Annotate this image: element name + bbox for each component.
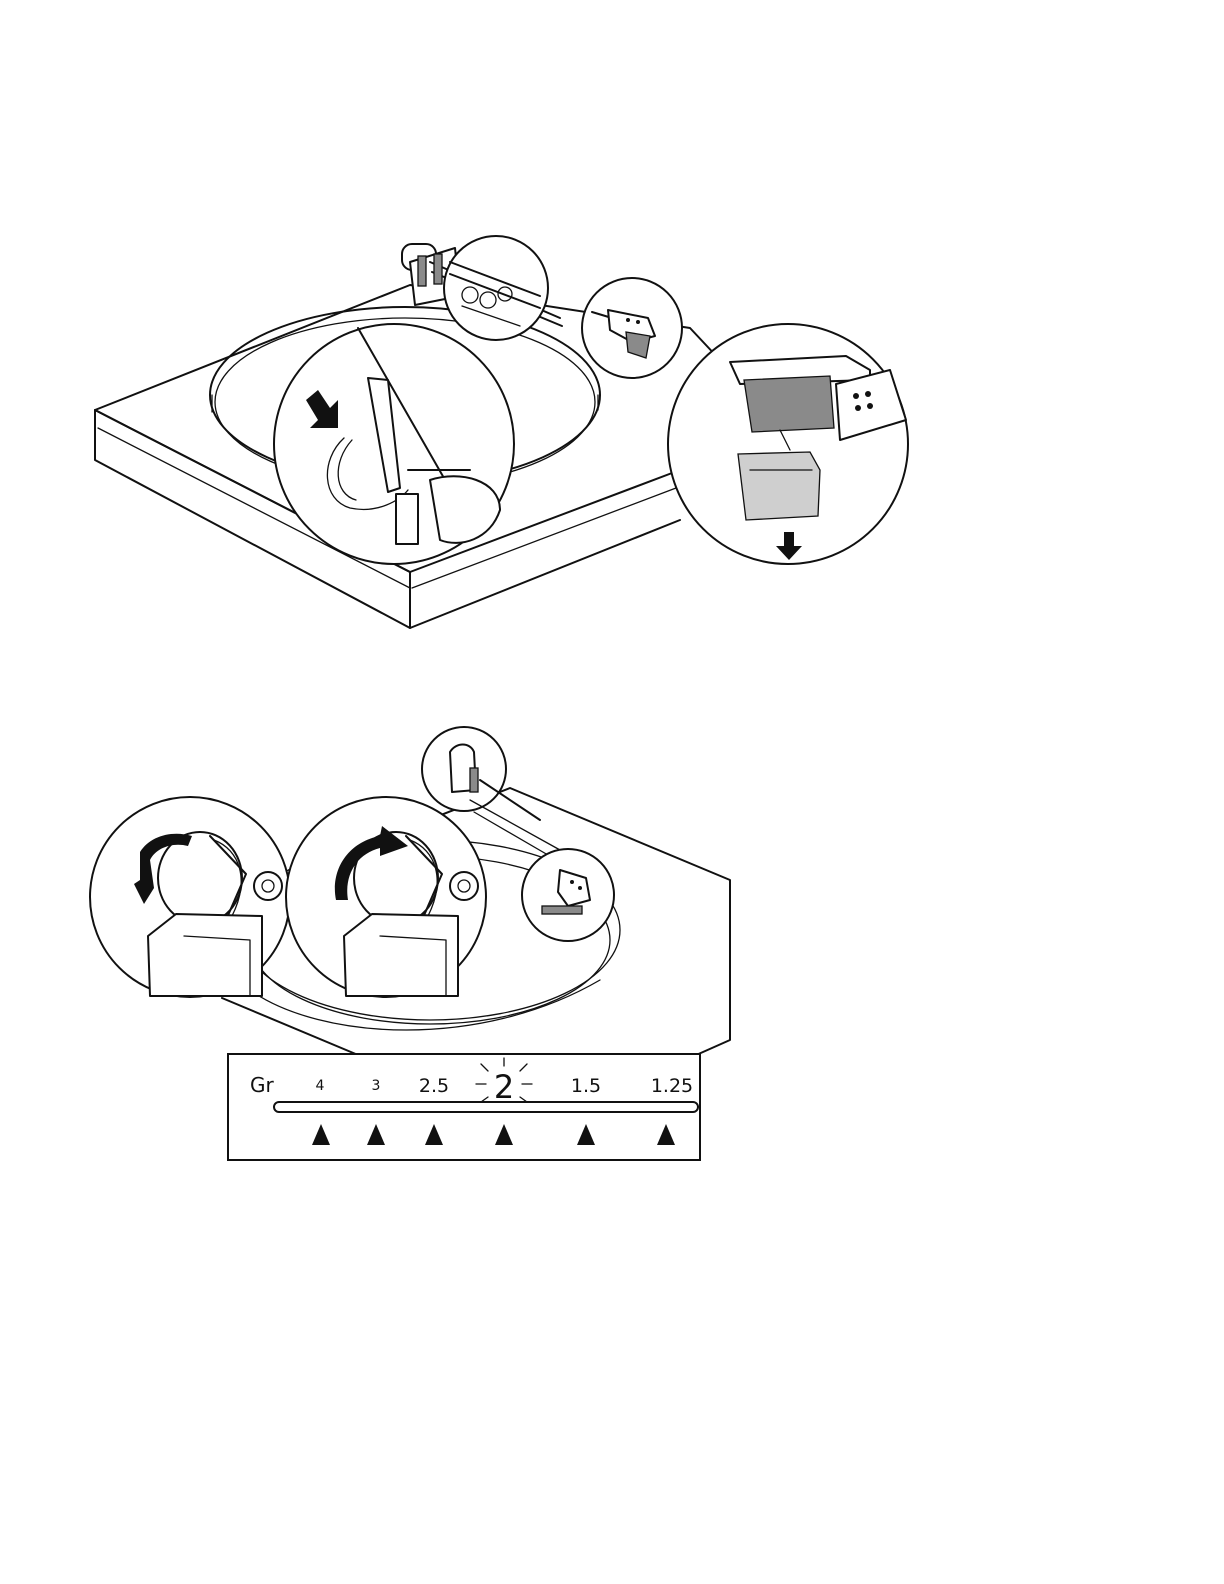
tracking-force-gauge: Gr 4 3 2.5 2 1.5 1.25 [228,1054,700,1160]
gauge-label-2-highlighted: 2 [494,1068,514,1106]
gauge-label-3: 3 [372,1078,381,1094]
detail-counterweight-cw [286,797,486,997]
gauge-label-1-5: 1.5 [571,1075,601,1097]
detail-counterweight-ccw [90,797,290,997]
gauge-unit-label: Gr [250,1073,274,1097]
detail-headshell-gauge [522,849,614,941]
tonearm-2 [470,800,560,850]
gauge-label-4: 4 [316,1078,325,1094]
gauge-label-1-25: 1.25 [651,1075,693,1097]
gauge-label-2-5: 2.5 [419,1075,449,1097]
